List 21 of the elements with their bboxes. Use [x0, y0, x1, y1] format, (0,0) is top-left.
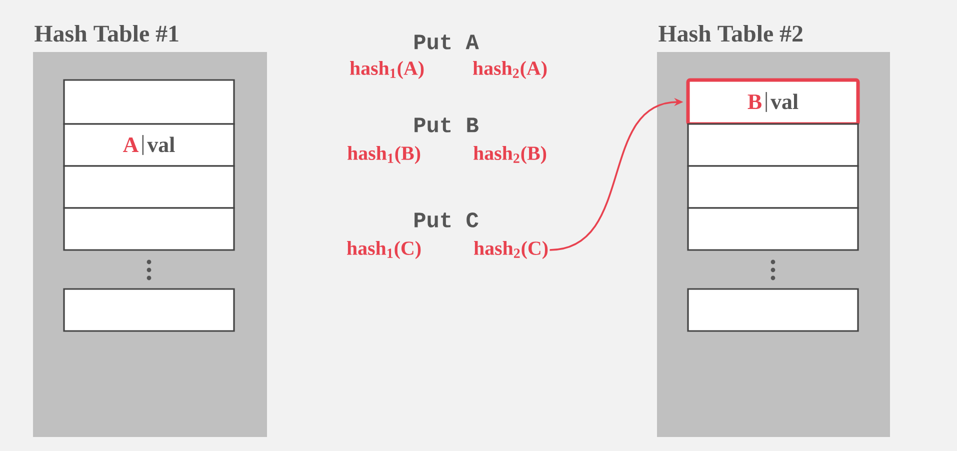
- hash-call: hash$_{1}$(B): [348, 146, 420, 164]
- operation-label: Put C: [414, 212, 478, 228]
- table-slot: [63, 79, 235, 125]
- table-slot: [687, 207, 859, 251]
- table-slot: [63, 207, 235, 251]
- table-slot: [63, 288, 235, 332]
- table-slot: A val: [63, 123, 235, 167]
- highlighted-slot: B val: [686, 78, 860, 126]
- table-heading: Hash Table #1: [34, 24, 178, 42]
- table-slot: [687, 288, 859, 332]
- table-slot: [687, 165, 859, 209]
- hash-call: hash$_{1}$(C): [347, 240, 421, 260]
- operation-label: Put A: [414, 34, 479, 50]
- table-heading: Hash Table #2: [658, 24, 802, 42]
- hash-call: hash$_{2}$(C): [474, 240, 548, 260]
- hash-call: hash$_{1}$(A): [350, 60, 424, 80]
- operation-label: Put B: [414, 118, 478, 132]
- table-slot: [687, 123, 859, 167]
- hash-call: hash$_{2}$(B): [474, 146, 546, 164]
- hash-call: hash$_{2}$(A): [473, 60, 547, 80]
- table-slot: [63, 165, 235, 209]
